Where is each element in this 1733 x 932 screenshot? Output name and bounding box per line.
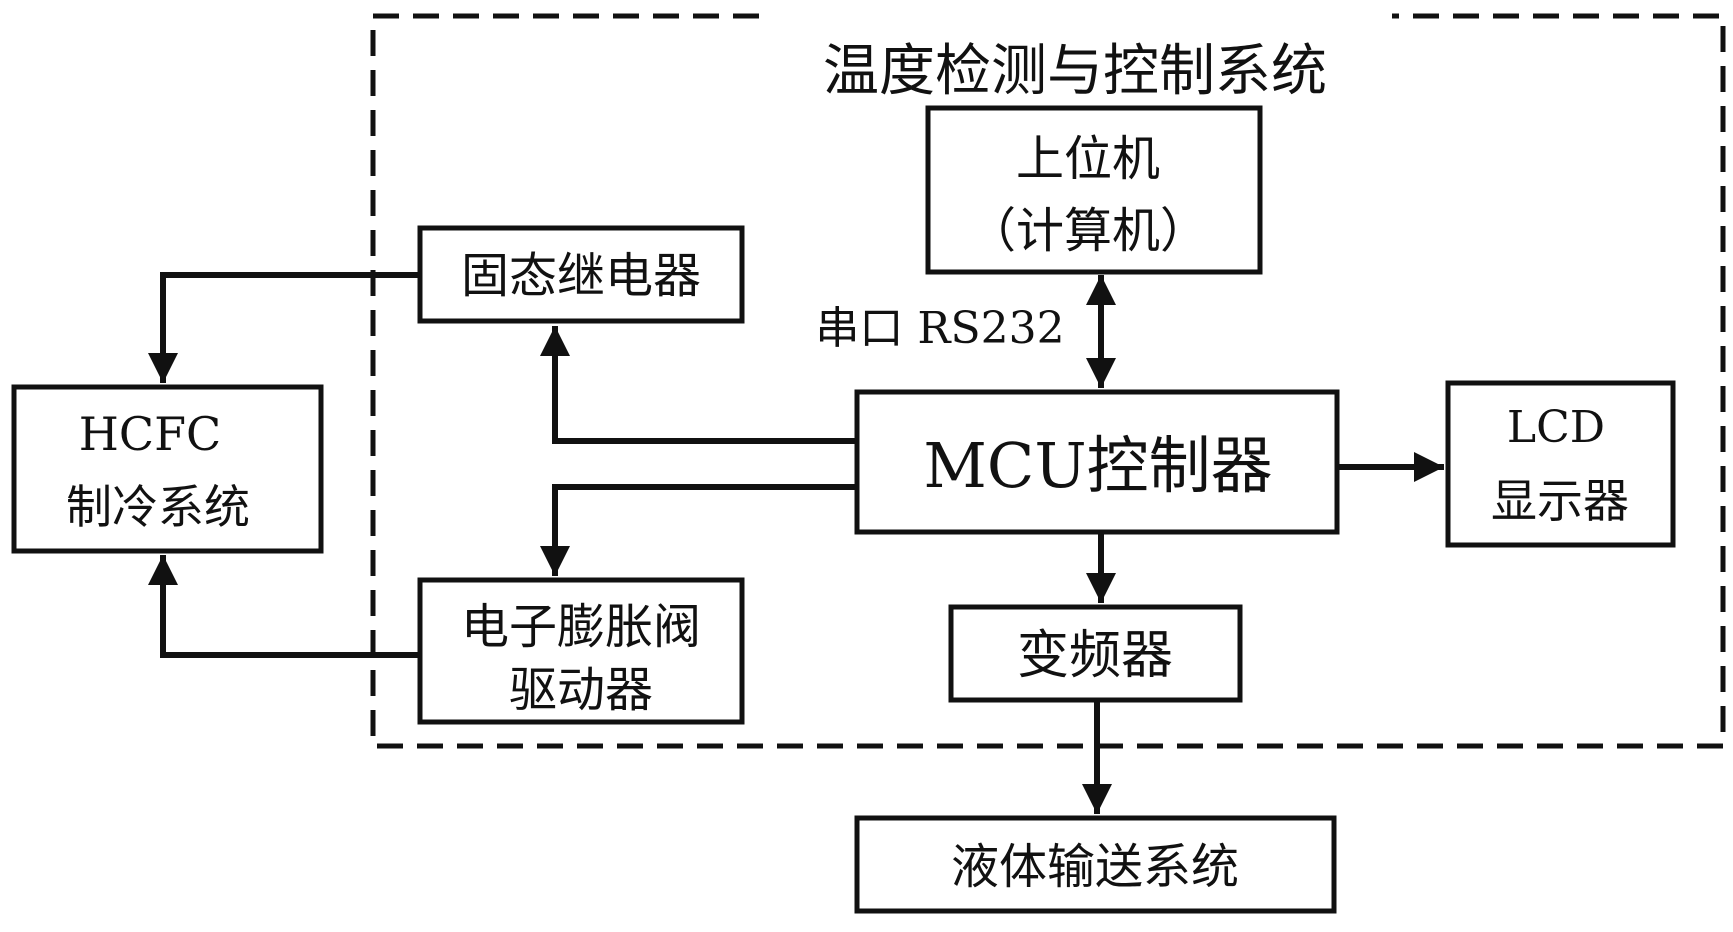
solid-state-relay-block: 固态继电器	[420, 228, 742, 321]
eev-to-hcfc-arrow	[163, 555, 420, 655]
lcd-line2: 显示器	[1491, 474, 1629, 528]
lcd-display-block: LCD 显示器	[1448, 383, 1673, 545]
frequency-converter-block: 变频器	[951, 607, 1240, 700]
hcfc-line2: 制冷系统	[66, 480, 250, 534]
eev-line2: 驱动器	[509, 662, 653, 718]
mcu-label: MCU控制器	[923, 429, 1272, 502]
host-computer-block: 上位机 （计算机）	[928, 108, 1260, 272]
mcu-to-ssr-arrow	[555, 326, 857, 441]
expansion-valve-driver-block: 电子膨胀阀 驱动器	[420, 580, 742, 722]
mcu-controller-block: MCU控制器	[857, 392, 1337, 532]
serial-rs232-label: 串口 RS232	[815, 303, 1064, 354]
lcd-line1: LCD	[1507, 402, 1605, 453]
liquid-delivery-block: 液体输送系统	[857, 818, 1334, 911]
mcu-to-eev-arrow	[555, 487, 857, 576]
hcfc-line1: HCFC	[79, 407, 221, 461]
host-line1: 上位机	[1016, 131, 1160, 187]
host-line2: （计算机）	[968, 203, 1208, 259]
ssr-label: 固态继电器	[461, 248, 701, 304]
hcfc-refrigeration-block: HCFC 制冷系统	[14, 387, 321, 551]
liquid-label: 液体输送系统	[951, 839, 1239, 895]
vfd-label: 变频器	[1017, 626, 1173, 686]
system-title: 温度检测与控制系统	[823, 39, 1327, 104]
ssr-to-hcfc-arrow	[163, 275, 420, 383]
eev-line1: 电子膨胀阀	[461, 599, 701, 655]
